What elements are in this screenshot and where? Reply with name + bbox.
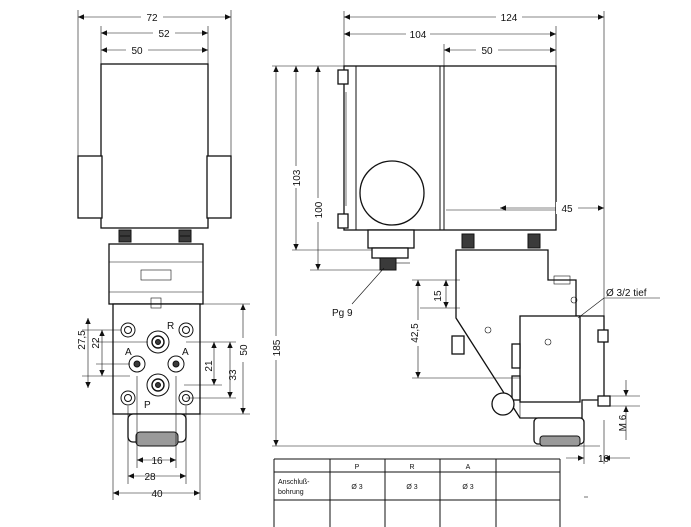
bolt-hole-bl — [120, 390, 136, 406]
pg-label: Pg 9 — [332, 308, 353, 319]
port-label-a-right: A — [182, 347, 189, 358]
dim-45: 45 — [561, 204, 573, 215]
table-cell-a: Ø 3 — [462, 484, 473, 491]
table-header-r: R — [409, 464, 414, 471]
dim-52: 52 — [158, 29, 170, 40]
bore-callout: Ø 3/2 tief — [606, 288, 647, 299]
dim-42-5: 42,5 — [410, 323, 421, 343]
side-view: 124 104 50 103 100 185 45 15 — [270, 11, 660, 465]
dim-104: 104 — [410, 30, 427, 41]
bolt-hole-tr — [178, 322, 194, 338]
table-header-a: A — [466, 464, 471, 471]
dim-16: 16 — [151, 456, 163, 467]
dim-124: 124 — [501, 13, 518, 24]
solenoid-ear-right — [206, 155, 232, 219]
port-table: P R A Anschluß- bohrung Ø 3 Ø 3 Ø 3 — [273, 458, 561, 527]
port-a-right — [167, 355, 185, 373]
plug-circle — [359, 160, 425, 226]
solenoid-ear-left — [77, 155, 103, 219]
dim-40: 40 — [151, 489, 163, 500]
dim-185: 185 — [272, 339, 283, 356]
port-p — [146, 373, 170, 397]
dim-33: 33 — [228, 369, 239, 381]
table-row-label-line1: Anschluß- — [278, 479, 310, 486]
dim-100: 100 — [314, 201, 325, 218]
dim-22: 22 — [91, 337, 102, 349]
dim-28: 28 — [144, 472, 156, 483]
dim-27-5: 27,5 — [77, 330, 88, 350]
table-cell-p: Ø 3 — [351, 484, 362, 491]
port-label-a-left: A — [125, 347, 132, 358]
dim-10: 10 — [598, 454, 610, 465]
dim-15: 15 — [433, 290, 444, 302]
port-label-r: R — [167, 321, 174, 332]
valve-body — [112, 303, 201, 415]
thread-m6: M 6 — [618, 414, 629, 431]
pg-gland — [379, 257, 397, 271]
solenoid-housing — [100, 63, 209, 229]
dim-103: 103 — [292, 169, 303, 186]
table-row-label-line2: bohrung — [278, 489, 304, 496]
front-view: R A A P 72 52 50 27,5 22 50 — [77, 10, 250, 500]
dim-21: 21 — [204, 360, 215, 372]
connector-plate — [108, 243, 204, 305]
dim-50-side: 50 — [481, 46, 493, 57]
dim-50-right: 50 — [239, 344, 250, 356]
port-label-p: P — [144, 400, 151, 411]
table-header-p: P — [355, 464, 360, 471]
table-cell-r: Ø 3 — [406, 484, 417, 491]
dim-50-top: 50 — [131, 46, 143, 57]
dim-72: 72 — [146, 13, 158, 24]
